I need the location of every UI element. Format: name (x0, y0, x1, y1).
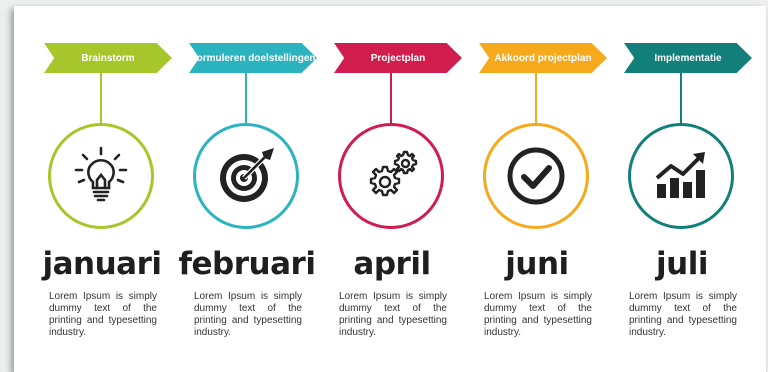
icon-circle (48, 123, 154, 229)
timeline-step-5: Implementatie juli Lorem Ipsum is simply… (594, 6, 752, 372)
checkmark-icon (507, 147, 565, 205)
step-description: Lorem Ipsum is simply dummy text of the … (49, 291, 157, 338)
connector-line (680, 73, 682, 129)
step-label: Formuleren doelstellingen (190, 52, 316, 64)
timeline-step-4: Akkoord projectplan juni Lorem Ipsum is … (449, 6, 607, 372)
step-label: Implementatie (654, 52, 722, 64)
step-label: Brainstorm (81, 52, 135, 64)
gears-icon (369, 150, 418, 197)
month-label: april (353, 246, 431, 282)
step-description: Lorem Ipsum is simply dummy text of the … (194, 291, 302, 338)
icon-circle (483, 123, 589, 229)
step-label: Akkoord projectplan (494, 52, 592, 64)
icon-circle (193, 123, 299, 229)
step-description: Lorem Ipsum is simply dummy text of the … (339, 291, 447, 338)
timeline-step-2: Formuleren doelstellingen februari Lorem… (159, 6, 317, 372)
connector-line (245, 73, 247, 129)
connector-line (390, 73, 392, 129)
step-description: Lorem Ipsum is simply dummy text of the … (629, 291, 737, 338)
connector-line (535, 73, 537, 129)
step-label: Projectplan (370, 52, 426, 64)
target-icon (220, 148, 274, 202)
growth-chart-icon (655, 152, 705, 198)
step-label-banner: Projectplan (334, 43, 462, 73)
icon-circle (628, 123, 734, 229)
timeline-step-1: Brainstorm j (14, 6, 172, 372)
month-label: juli (656, 246, 708, 282)
step-description: Lorem Ipsum is simply dummy text of the … (484, 291, 592, 338)
month-label: januari (42, 246, 162, 282)
step-label-banner: Akkoord projectplan (479, 43, 607, 73)
timeline-slide: Brainstorm j (14, 6, 766, 372)
step-label-banner: Formuleren doelstellingen (189, 43, 317, 73)
month-label: juni (505, 246, 569, 282)
step-label-banner: Brainstorm (44, 43, 172, 73)
timeline-step-3: Projectplan april Lorem Ipsum is simply … (304, 6, 462, 372)
lightbulb-icon (74, 146, 128, 202)
step-label-banner: Implementatie (624, 43, 752, 73)
month-label: februari (178, 246, 316, 282)
connector-line (100, 73, 102, 129)
icon-circle (338, 123, 444, 229)
